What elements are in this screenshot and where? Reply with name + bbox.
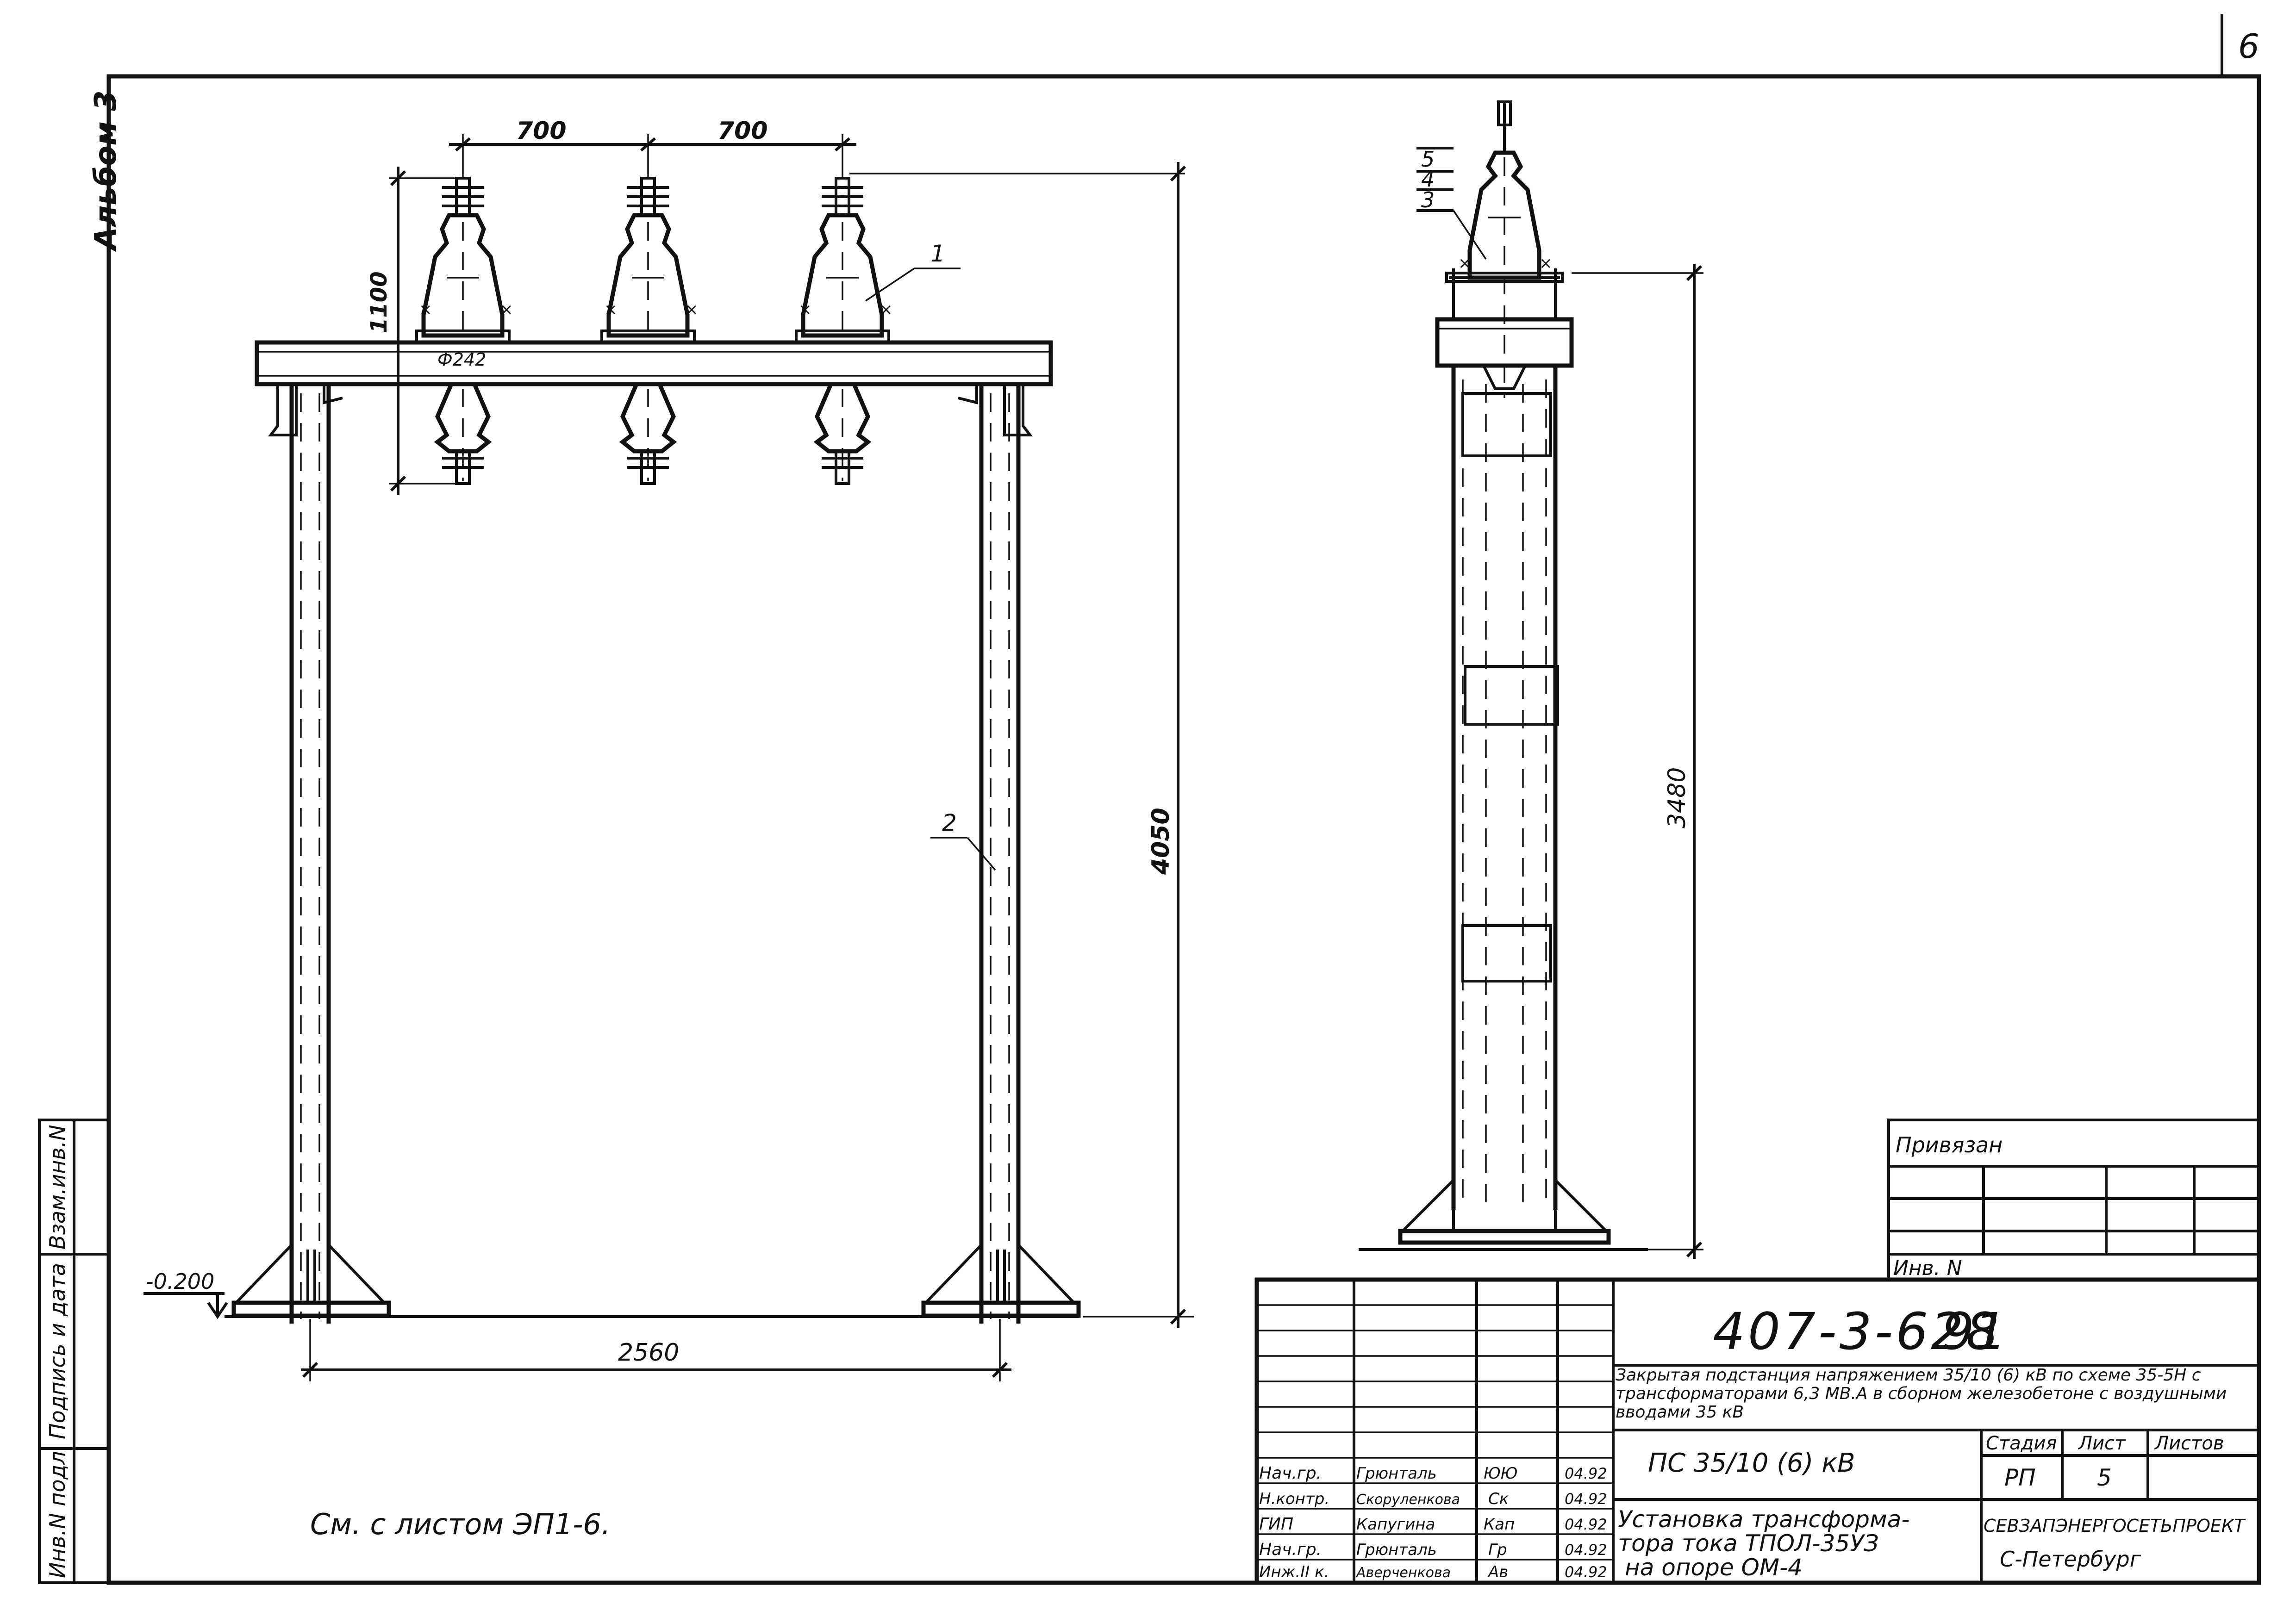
stage-header: Стадия [1986, 1433, 2057, 1454]
callout-5: 5 [1421, 147, 1435, 172]
side-dimension-height: 3480 [1572, 264, 1703, 1259]
svg-text:×: × [685, 300, 699, 319]
sheet-title-line3: на опоре ОМ-4 [1625, 1554, 1803, 1581]
svg-text:04.92: 04.92 [1565, 1465, 1607, 1482]
sheet-frame [106, 74, 2261, 1585]
svg-text:×: × [1458, 254, 1472, 273]
signature-row-1: Нач.гр. Грюнталь ЮЮ 04.92 [1259, 1464, 1607, 1483]
project-title: Закрытая подстанция напряжением 35/10 (6… [1616, 1366, 2227, 1422]
binding-block: Привязан Инв. N [1887, 1119, 2260, 1281]
dim-spacing-left: 700 [516, 117, 567, 145]
signature-row-3: ГИП Капугина Кап 04.92 [1259, 1515, 1607, 1534]
dimension-total-height: 4050 [849, 162, 1194, 1328]
svg-text:Ск: Ск [1488, 1490, 1509, 1508]
transformer-1: × × [415, 177, 513, 485]
svg-text:Ав: Ав [1487, 1563, 1508, 1581]
callout-4: 4 [1421, 167, 1435, 192]
level-mark-value: -0.200 [146, 1269, 214, 1294]
right-base [924, 1241, 1075, 1304]
svg-text:Инж.II к.: Инж.II к. [1259, 1563, 1329, 1581]
stage-value: РП [2004, 1464, 2036, 1491]
callout-2-number: 2 [942, 809, 957, 836]
svg-text:Гр: Гр [1488, 1541, 1507, 1559]
object-label: ПС 35/10 (6) кВ [1648, 1448, 1855, 1478]
svg-text:Кап: Кап [1484, 1515, 1515, 1534]
title-block: 407-3-628 91 Закрытая подстанция напряже… [1254, 1277, 2261, 1585]
stamp-podpis-data: Подпись и дата [45, 1263, 70, 1439]
svg-text:×: × [500, 300, 513, 319]
dim-span: 2560 [618, 1339, 679, 1367]
transformer-3: × × [795, 177, 893, 485]
svg-text:Скоруленкова: Скоруленкова [1356, 1492, 1460, 1508]
doc-code-suffix: 91 [1942, 1302, 2007, 1361]
callout-1: 1 [865, 240, 961, 302]
org-name: СЕВЗАПЭНЕРГОСЕТЬПРОЕКТ [1984, 1516, 2246, 1536]
dimension-span: 2560 [301, 1319, 1011, 1381]
binding-inv-n: Инв. N [1893, 1256, 1962, 1280]
svg-text:Н.контр.: Н.контр. [1259, 1490, 1329, 1508]
signature-row-2: Н.контр. Скоруленкова Ск 04.92 [1259, 1490, 1607, 1508]
sheet-header: Лист [2078, 1433, 2126, 1454]
sheets-header: Листов [2154, 1433, 2224, 1454]
dimension-transformer-height: 1100 [366, 167, 463, 495]
sheet-title-line2: тора тока ТПОЛ-35УЗ [1618, 1530, 1879, 1557]
front-view: × × × × [144, 117, 1194, 1381]
side-column [1451, 366, 1558, 1210]
callout-2: 2 [930, 809, 996, 871]
left-column [289, 384, 331, 1324]
signature-row-4: Нач.гр. Грюнталь Гр 04.92 [1259, 1540, 1607, 1559]
svg-text:×: × [604, 300, 618, 319]
signature-row-5: Инж.II к. Аверченкова Ав 04.92 [1259, 1563, 1607, 1581]
dim-spacing-right: 700 [718, 117, 768, 145]
dim-height-tr: 1100 [366, 271, 392, 333]
binding-privyazan: Привязан [1896, 1132, 2003, 1157]
svg-text:04.92: 04.92 [1565, 1563, 1607, 1581]
side-dim-height: 3480 [1663, 767, 1691, 828]
svg-text:×: × [880, 300, 893, 319]
side-view: × × 5 4 3 [1359, 100, 1703, 1259]
callout-1-number: 1 [930, 240, 945, 267]
dim-total-height: 4050 [1147, 808, 1175, 875]
sheet-number: 6 [2238, 27, 2259, 66]
callout-3: 3 [1421, 187, 1435, 212]
svg-text:Аверченкова: Аверченкова [1355, 1565, 1451, 1581]
svg-text:ЮЮ: ЮЮ [1484, 1464, 1517, 1483]
svg-text:04.92: 04.92 [1565, 1516, 1607, 1533]
svg-text:Капугина: Капугина [1356, 1515, 1435, 1534]
sheet-title-line1: Установка трансформа- [1618, 1506, 1909, 1533]
level-mark: -0.200 [144, 1269, 228, 1319]
transformer-2: × × [600, 177, 699, 485]
svg-text:Нач.гр.: Нач.гр. [1259, 1540, 1322, 1559]
side-stamp: Инв.N подл Подпись и дата Взам.инв.N [38, 1119, 110, 1584]
doc-code: 407-3-628 [1713, 1302, 2001, 1361]
svg-text:×: × [1539, 254, 1553, 273]
reference-note: См. с листом ЭП1-6. [310, 1507, 611, 1541]
svg-text:ГИП: ГИП [1259, 1515, 1293, 1534]
svg-text:Грюнталь: Грюнталь [1356, 1541, 1437, 1559]
org-city: С-Петербург [2000, 1547, 2141, 1572]
svg-text:×: × [799, 300, 812, 319]
right-column [979, 384, 1021, 1324]
callouts-543: 5 4 3 [1416, 147, 1487, 260]
svg-text:04.92: 04.92 [1565, 1490, 1607, 1508]
diameter-label: Ф242 [437, 349, 486, 370]
stamp-vzam-inv: Взам.инв.N [45, 1125, 70, 1250]
album-label: Альбом 3 [89, 90, 123, 252]
svg-text:×: × [419, 300, 432, 319]
sheet-value: 5 [2097, 1464, 2112, 1491]
svg-text:Грюнталь: Грюнталь [1356, 1464, 1437, 1483]
dimension-spacing: 700 700 [449, 117, 856, 178]
stamp-inv-podl: Инв.N подл [45, 1451, 70, 1578]
left-base [235, 1241, 386, 1304]
side-base [1401, 1176, 1608, 1232]
svg-text:Нач.гр.: Нач.гр. [1259, 1464, 1322, 1483]
svg-text:04.92: 04.92 [1565, 1541, 1607, 1559]
crossbeam [255, 340, 1053, 386]
